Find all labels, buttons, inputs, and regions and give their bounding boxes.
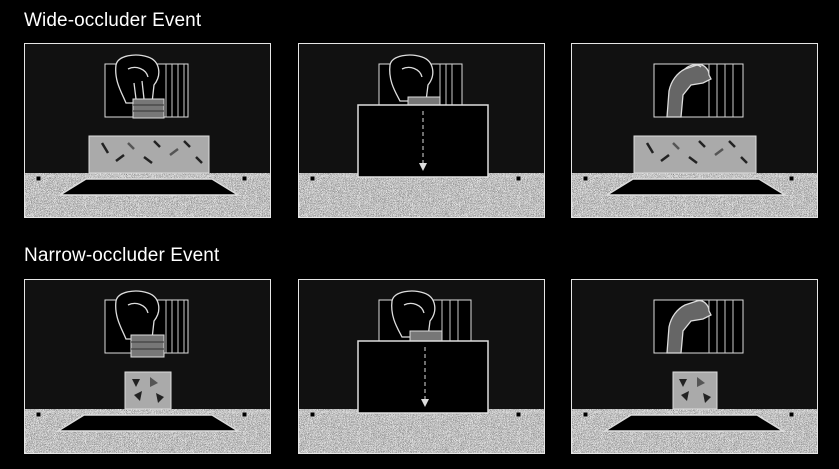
narrow-occluder [672, 371, 718, 410]
wide-panel-3 [571, 43, 818, 218]
hand-icon [115, 54, 160, 104]
wide-occluder-event-title: Wide-occluder Event [24, 10, 202, 31]
narrow-occluder-event-title: Narrow-occluder Event [24, 245, 220, 266]
narrow-occluder-front [357, 340, 489, 414]
narrow-panel-2 [298, 279, 545, 454]
narrow-panel-3 [571, 279, 818, 454]
hand-icon [389, 54, 434, 102]
wide-panel-1 [24, 43, 271, 218]
platform [57, 178, 241, 196]
narrow-occluder [124, 371, 172, 410]
hand-icon [391, 290, 436, 338]
empty-hand-icon [666, 63, 712, 118]
wide-panel-2 [298, 43, 545, 218]
empty-hand-icon [666, 299, 712, 354]
held-object [130, 334, 165, 358]
wide-occluder [88, 135, 210, 174]
held-object [132, 98, 165, 119]
narrow-panel-1 [24, 279, 271, 454]
hand-icon [115, 290, 160, 340]
wide-occluder [633, 135, 757, 174]
